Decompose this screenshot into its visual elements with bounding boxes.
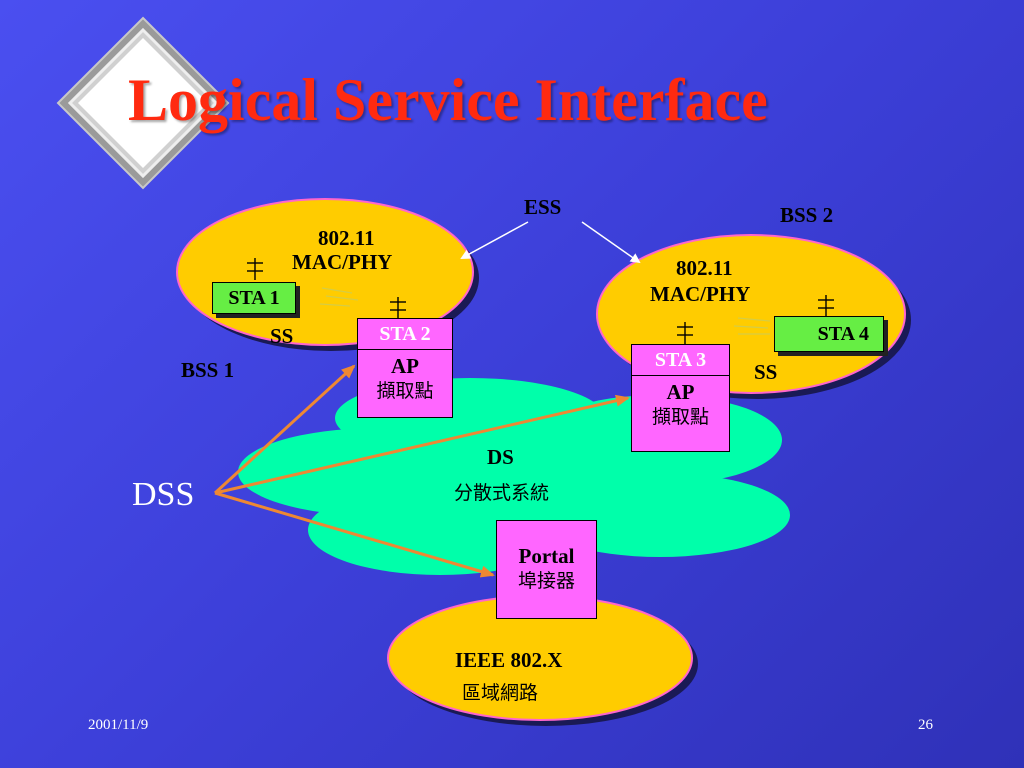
ess-arrow-right	[581, 221, 641, 264]
bss1-label: BSS 1	[181, 358, 235, 382]
bss1-mac-line1: 802.11	[318, 226, 375, 250]
bss2-label: BSS 2	[780, 203, 834, 227]
antenna-icon	[390, 297, 406, 318]
antenna-icon	[247, 258, 263, 280]
station-sta4-label: STA 4	[817, 323, 869, 345]
bss2-ss-label: SS	[754, 360, 778, 384]
ap-bss2-station: STA 3	[632, 345, 729, 376]
ap-bss1-station: STA 2	[358, 319, 452, 350]
slide-title: Logical Service Interface	[128, 67, 768, 133]
arrow-icon	[213, 364, 356, 495]
ap-bss1-cn: 擷取點	[376, 380, 434, 402]
portal-box[interactable]: Portal 埠接器	[496, 520, 597, 619]
ess-label: ESS	[524, 195, 562, 219]
diamond-logo-icon	[56, 16, 230, 190]
antenna-icon	[677, 322, 693, 344]
bss1-ss-label: SS	[270, 324, 294, 348]
portal-label: Portal	[518, 544, 575, 568]
dss-arrows	[213, 364, 630, 578]
wireless-link-icon	[733, 317, 771, 335]
ess-arrow-left	[460, 221, 529, 259]
bss1-mac-line2: MAC/PHY	[292, 250, 393, 274]
bss2-mac-line2: MAC/PHY	[650, 282, 751, 306]
ds-label: DS	[487, 445, 514, 469]
arrow-icon	[214, 491, 495, 578]
station-sta4[interactable]: STA 4	[774, 316, 884, 352]
footer-page-number: 26	[918, 717, 933, 733]
ap-bss2-cn: 擷取點	[651, 406, 709, 428]
footer-date: 2001/11/9	[88, 717, 149, 733]
antenna-icon	[818, 295, 834, 316]
arrow-icon	[214, 394, 630, 495]
ap-bss1-label: AP	[391, 354, 419, 378]
lan-cn-label: 區域網路	[462, 682, 539, 704]
ap-box-bss1[interactable]: STA 2 AP 擷取點	[357, 318, 453, 418]
ds-cn-label: 分散式系統	[454, 482, 550, 504]
station-sta1[interactable]: STA 1	[212, 282, 296, 314]
ap-bss2-label: AP	[666, 380, 695, 404]
wireless-link-icon	[319, 287, 359, 307]
lan-label: IEEE 802.X	[455, 648, 563, 672]
portal-cn-label: 埠接器	[517, 570, 575, 592]
dss-label: DSS	[132, 476, 195, 513]
station-sta1-label: STA 1	[228, 287, 280, 309]
bss2-mac-line1: 802.11	[676, 256, 733, 280]
ap-box-bss2[interactable]: STA 3 AP 擷取點	[631, 344, 730, 452]
